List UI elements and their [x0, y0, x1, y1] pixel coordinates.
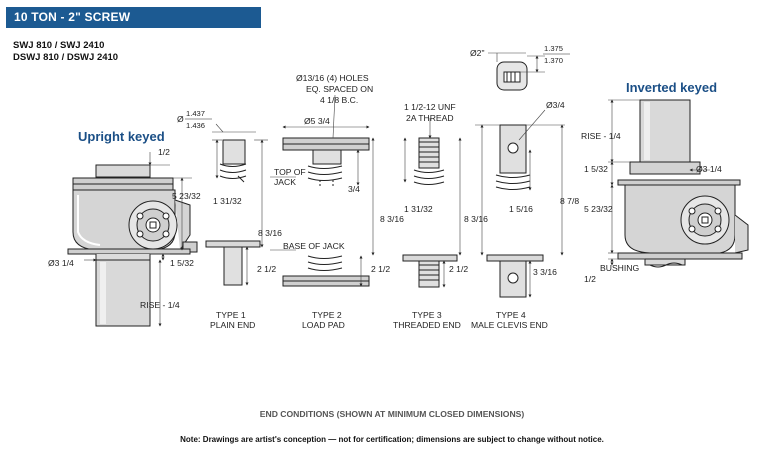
type3-threaded-end [402, 137, 458, 288]
top-of-label: TOP OF [274, 167, 306, 177]
type3-desc: THREADED END [393, 320, 461, 330]
type4-desc: MALE CLEVIS END [471, 320, 548, 330]
holes-line-2: EQ. SPACED ON [306, 84, 373, 94]
dim-5-23-32-right: 5 23/32 [584, 204, 613, 214]
dim-1-5-16: 1 5/16 [509, 204, 533, 214]
dim-dia-3-4: Ø3/4 [546, 100, 565, 110]
dim-1-436: 1.436 [186, 121, 205, 130]
dim-dia-5-3-4: Ø5 3/4 [304, 116, 330, 126]
dim-5-23-32: 5 23/32 [172, 191, 201, 201]
type4-name: TYPE 4 [496, 310, 526, 320]
dim-half-right: 1/2 [584, 274, 596, 284]
type1-desc: PLAIN END [210, 320, 255, 330]
dim-2-1-2-a: 2 1/2 [257, 264, 276, 274]
dim-rise-right: RISE - 1/4 [581, 131, 621, 141]
dim-dia-3-1-4: Ø3 1/4 [48, 258, 74, 268]
dim-8-3-16-a: 8 3/16 [258, 228, 282, 238]
dim-1-31-32-a: 1 31/32 [213, 196, 242, 206]
dim-1-375: 1.375 [544, 44, 563, 53]
type1-name: TYPE 1 [216, 310, 246, 320]
type2-name: TYPE 2 [312, 310, 342, 320]
screw-end-view [496, 61, 528, 91]
model-line-2: DSWJ 810 / DSWJ 2410 [13, 52, 119, 63]
disclaimer-note: Note: Drawings are artist's conception —… [180, 435, 604, 444]
dim-1-5-32: 1 5/32 [170, 258, 194, 268]
dim-rise: RISE - 1/4 [140, 300, 180, 310]
inverted-keyed-label: Inverted keyed [626, 80, 717, 95]
dim-3-3-16: 3 3/16 [533, 267, 557, 277]
dim-1-370: 1.370 [544, 56, 563, 65]
upright-keyed-label: Upright keyed [78, 129, 165, 144]
type4-clevis [486, 124, 544, 298]
dim-8-3-16-b: 8 3/16 [380, 214, 404, 224]
dim-dia-3-1-4-right: Ø3 1/4 [696, 164, 722, 174]
dim-2-1-2-c: 2 1/2 [449, 264, 468, 274]
header-title: 10 TON - 2" SCREW [14, 10, 131, 24]
type2-load-pad [282, 137, 370, 287]
inverted-jack [617, 99, 749, 268]
dim-1-437-phi: Ø [177, 114, 184, 124]
dim-3-4: 3/4 [348, 184, 360, 194]
type3-name: TYPE 3 [412, 310, 442, 320]
dim-8-3-16-c: 8 3/16 [464, 214, 488, 224]
model-line-1: SWJ 810 / SWJ 2410 [13, 40, 105, 51]
base-of-jack-label: BASE OF JACK [283, 241, 345, 251]
upright-jack [67, 164, 198, 327]
dim-half: 1/2 [158, 147, 170, 157]
bushing-label: BUSHING [600, 263, 639, 273]
unf-line-2: 2A THREAD [406, 113, 454, 123]
jack-label: JACK [274, 177, 296, 187]
dim-dia-2: Ø2" [470, 48, 485, 58]
end-conditions-caption: END CONDITIONS (SHOWN AT MINIMUM CLOSED … [259, 409, 525, 419]
holes-line-3: 4 1/8 B.C. [320, 95, 358, 105]
dim-1-5-32-right: 1 5/32 [584, 164, 608, 174]
dim-8-7-8: 8 7/8 [560, 196, 579, 206]
dim-2-1-2-b: 2 1/2 [371, 264, 390, 274]
type1-plain-end [205, 139, 261, 286]
unf-line-1: 1 1/2-12 UNF [404, 102, 456, 112]
type2-desc: LOAD PAD [302, 320, 345, 330]
dim-1-31-32-b: 1 31/32 [404, 204, 433, 214]
holes-line-1: Ø13/16 (4) HOLES [296, 73, 369, 83]
header-bar [6, 7, 261, 28]
dim-1-437: 1.437 [186, 109, 205, 118]
